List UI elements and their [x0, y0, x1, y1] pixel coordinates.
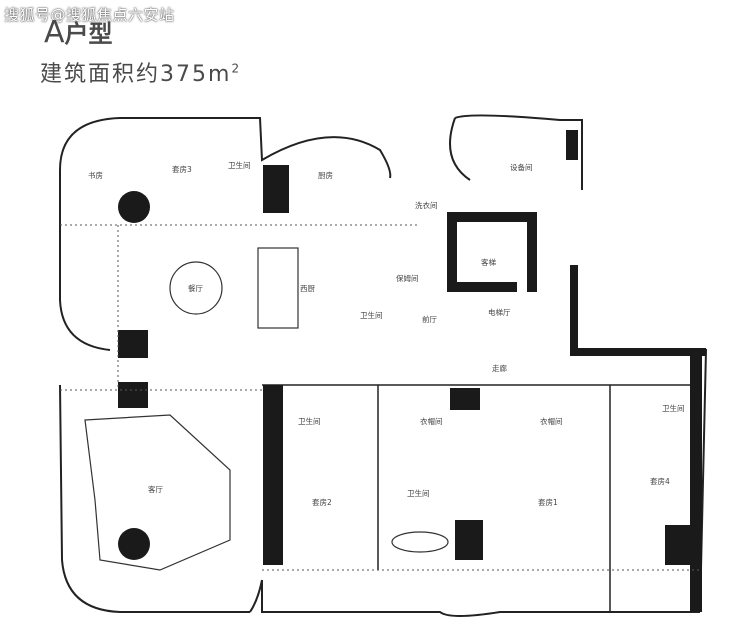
column-square-b — [118, 382, 148, 408]
floor-area-label: 建筑面积约 — [40, 62, 161, 87]
wall-east — [570, 265, 578, 355]
room-foyer: 前厅 — [422, 314, 437, 324]
column-c — [455, 520, 483, 560]
room-elevator-hall: 电梯厅 — [488, 307, 511, 317]
room-bath-suite4: 卫生间 — [662, 403, 685, 413]
room-suite1: 套房1 — [538, 497, 558, 507]
room-kitchen: 厨房 — [318, 170, 333, 180]
room-closet-a: 衣帽间 — [420, 416, 443, 426]
column-round-a — [118, 191, 150, 223]
room-bath-center: 卫生间 — [407, 488, 430, 498]
wall-left-lower — [59, 384, 250, 613]
column-square-d — [665, 525, 699, 565]
plan-title-text: 户型 — [64, 20, 113, 48]
sofa — [84, 414, 231, 571]
wall-east-vertical — [690, 352, 702, 612]
room-bath-nanny: 卫生间 — [360, 310, 383, 320]
room-suite2: 套房2 — [312, 497, 332, 507]
wall-left-upper — [59, 170, 111, 351]
wall-bottom — [249, 579, 700, 617]
wall-upper-left — [59, 117, 392, 179]
wall-east-lower — [570, 348, 706, 356]
column-square-c — [450, 388, 480, 410]
column-b — [263, 385, 283, 565]
bathtub — [391, 531, 449, 553]
elevator-shaft-left — [447, 212, 457, 292]
room-guest-elevator: 客梯 — [481, 257, 496, 267]
column-square-a — [118, 330, 148, 358]
room-nanny: 保姆间 — [396, 273, 419, 283]
room-study: 书房 — [88, 170, 103, 180]
elevator-shaft-right — [527, 212, 537, 292]
plan-title: A户型 — [44, 14, 113, 50]
floor-area-value: 375m — [160, 62, 232, 87]
plan-title-letter: A — [44, 15, 65, 50]
room-corridor: 走廊 — [492, 363, 507, 373]
watermark: 搜狐号@搜狐焦点六安站 — [4, 6, 175, 24]
room-suite3: 套房3 — [172, 164, 192, 174]
column-round-b — [118, 528, 150, 560]
floor-area-unit-sup: 2 — [231, 61, 242, 76]
room-western-kitchen: 西厨 — [300, 284, 315, 293]
top-right-block — [566, 130, 578, 160]
floor-area: 建筑面积约375m2 — [40, 56, 241, 88]
room-dining: 餐厅 — [188, 284, 203, 293]
western-kitchen-island — [257, 247, 299, 329]
elevator-shaft-top — [447, 212, 537, 222]
dining-table — [169, 261, 223, 315]
room-closet-b: 衣帽间 — [540, 416, 563, 426]
room-living: 客厅 — [148, 484, 163, 494]
room-equipment: 设备间 — [510, 162, 533, 172]
room-suite4: 套房4 — [650, 476, 670, 486]
room-bath-suite3: 卫生间 — [228, 160, 251, 170]
room-laundry: 洗衣间 — [415, 200, 438, 210]
elevator-shaft-bottom — [447, 282, 517, 292]
room-bath-suite2: 卫生间 — [298, 416, 321, 426]
column-a — [263, 165, 289, 213]
wall-top-right — [449, 114, 583, 190]
